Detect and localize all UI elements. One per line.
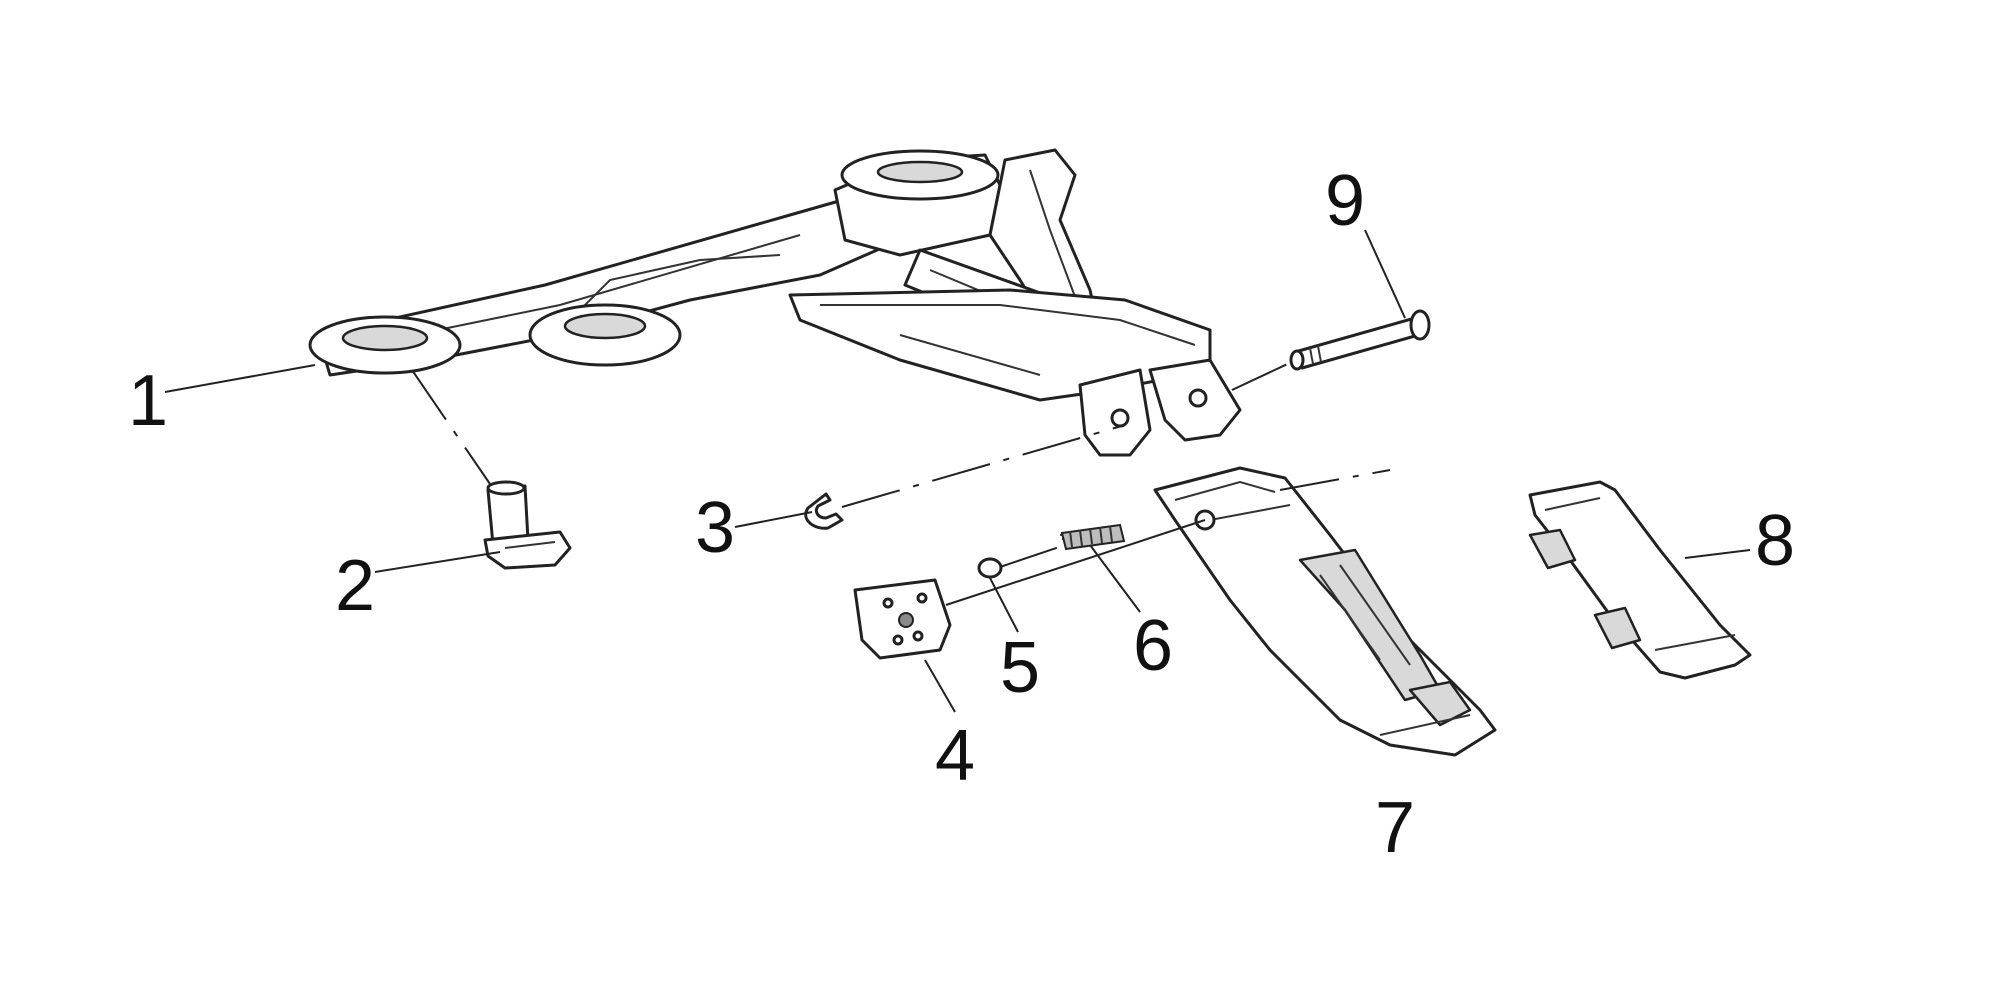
assembly-axes xyxy=(411,359,1391,568)
part-3-clip xyxy=(804,492,844,530)
part-6-spring xyxy=(1059,523,1126,551)
leader-lines xyxy=(164,229,1751,713)
part-8-pad xyxy=(1528,480,1752,680)
part-1-bracket xyxy=(308,148,1242,457)
part-2-bolt xyxy=(483,480,572,570)
part-9-pin xyxy=(1289,309,1431,371)
callout-4: 4 xyxy=(935,716,975,796)
callouts: 1 2 3 4 5 6 7 8 9 xyxy=(128,161,1795,868)
callout-6: 6 xyxy=(1133,606,1173,686)
part-5-washer xyxy=(977,557,1003,579)
part-4-plate xyxy=(853,578,952,660)
callout-2: 2 xyxy=(335,546,375,626)
callout-3: 3 xyxy=(695,488,735,568)
callout-1: 1 xyxy=(128,361,168,441)
callout-8: 8 xyxy=(1755,501,1795,581)
callout-9: 9 xyxy=(1325,161,1365,241)
callout-7: 7 xyxy=(1375,788,1415,868)
callout-5: 5 xyxy=(1000,628,1040,708)
part-7-footrest xyxy=(1153,466,1497,757)
